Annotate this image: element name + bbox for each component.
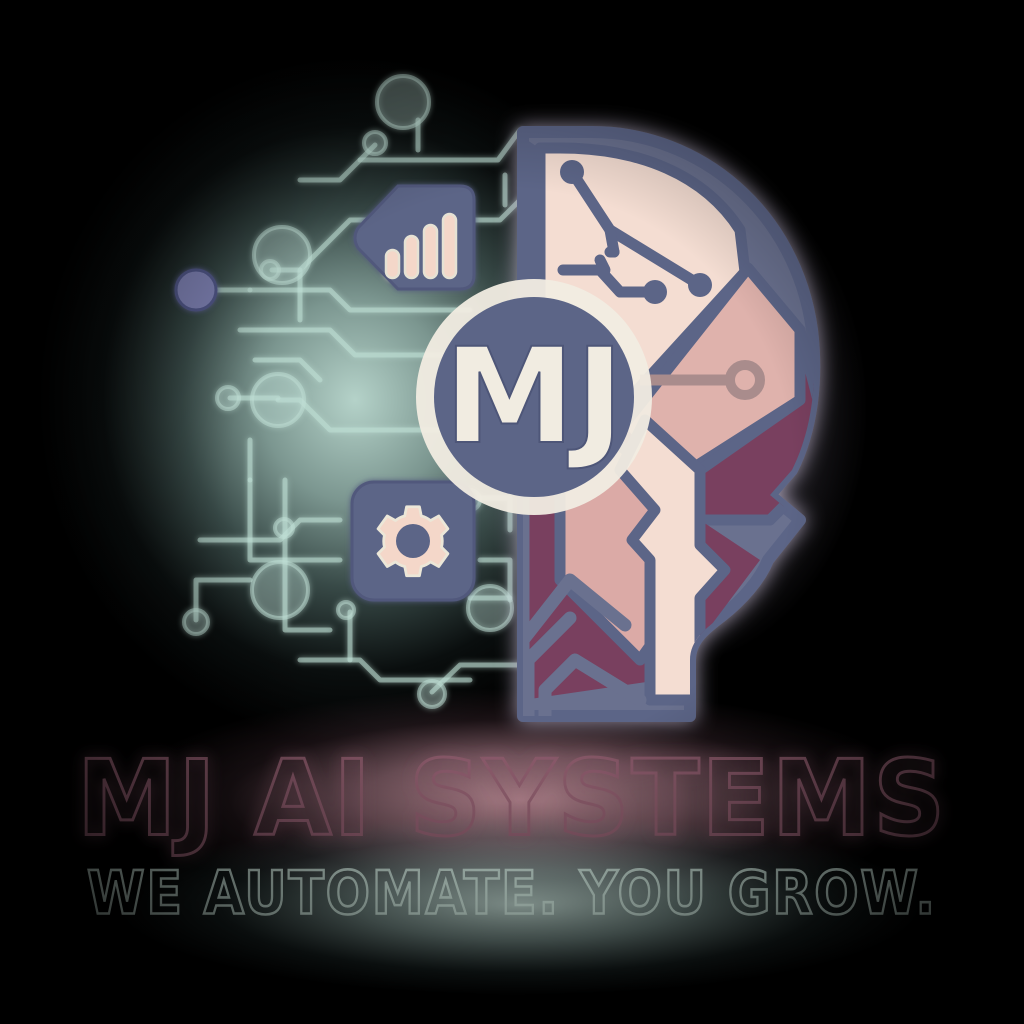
- brand-title: MJ AI SYSTEMS: [77, 737, 947, 859]
- brand-tagline: WE AUTOMATE. YOU GROW.: [87, 859, 937, 929]
